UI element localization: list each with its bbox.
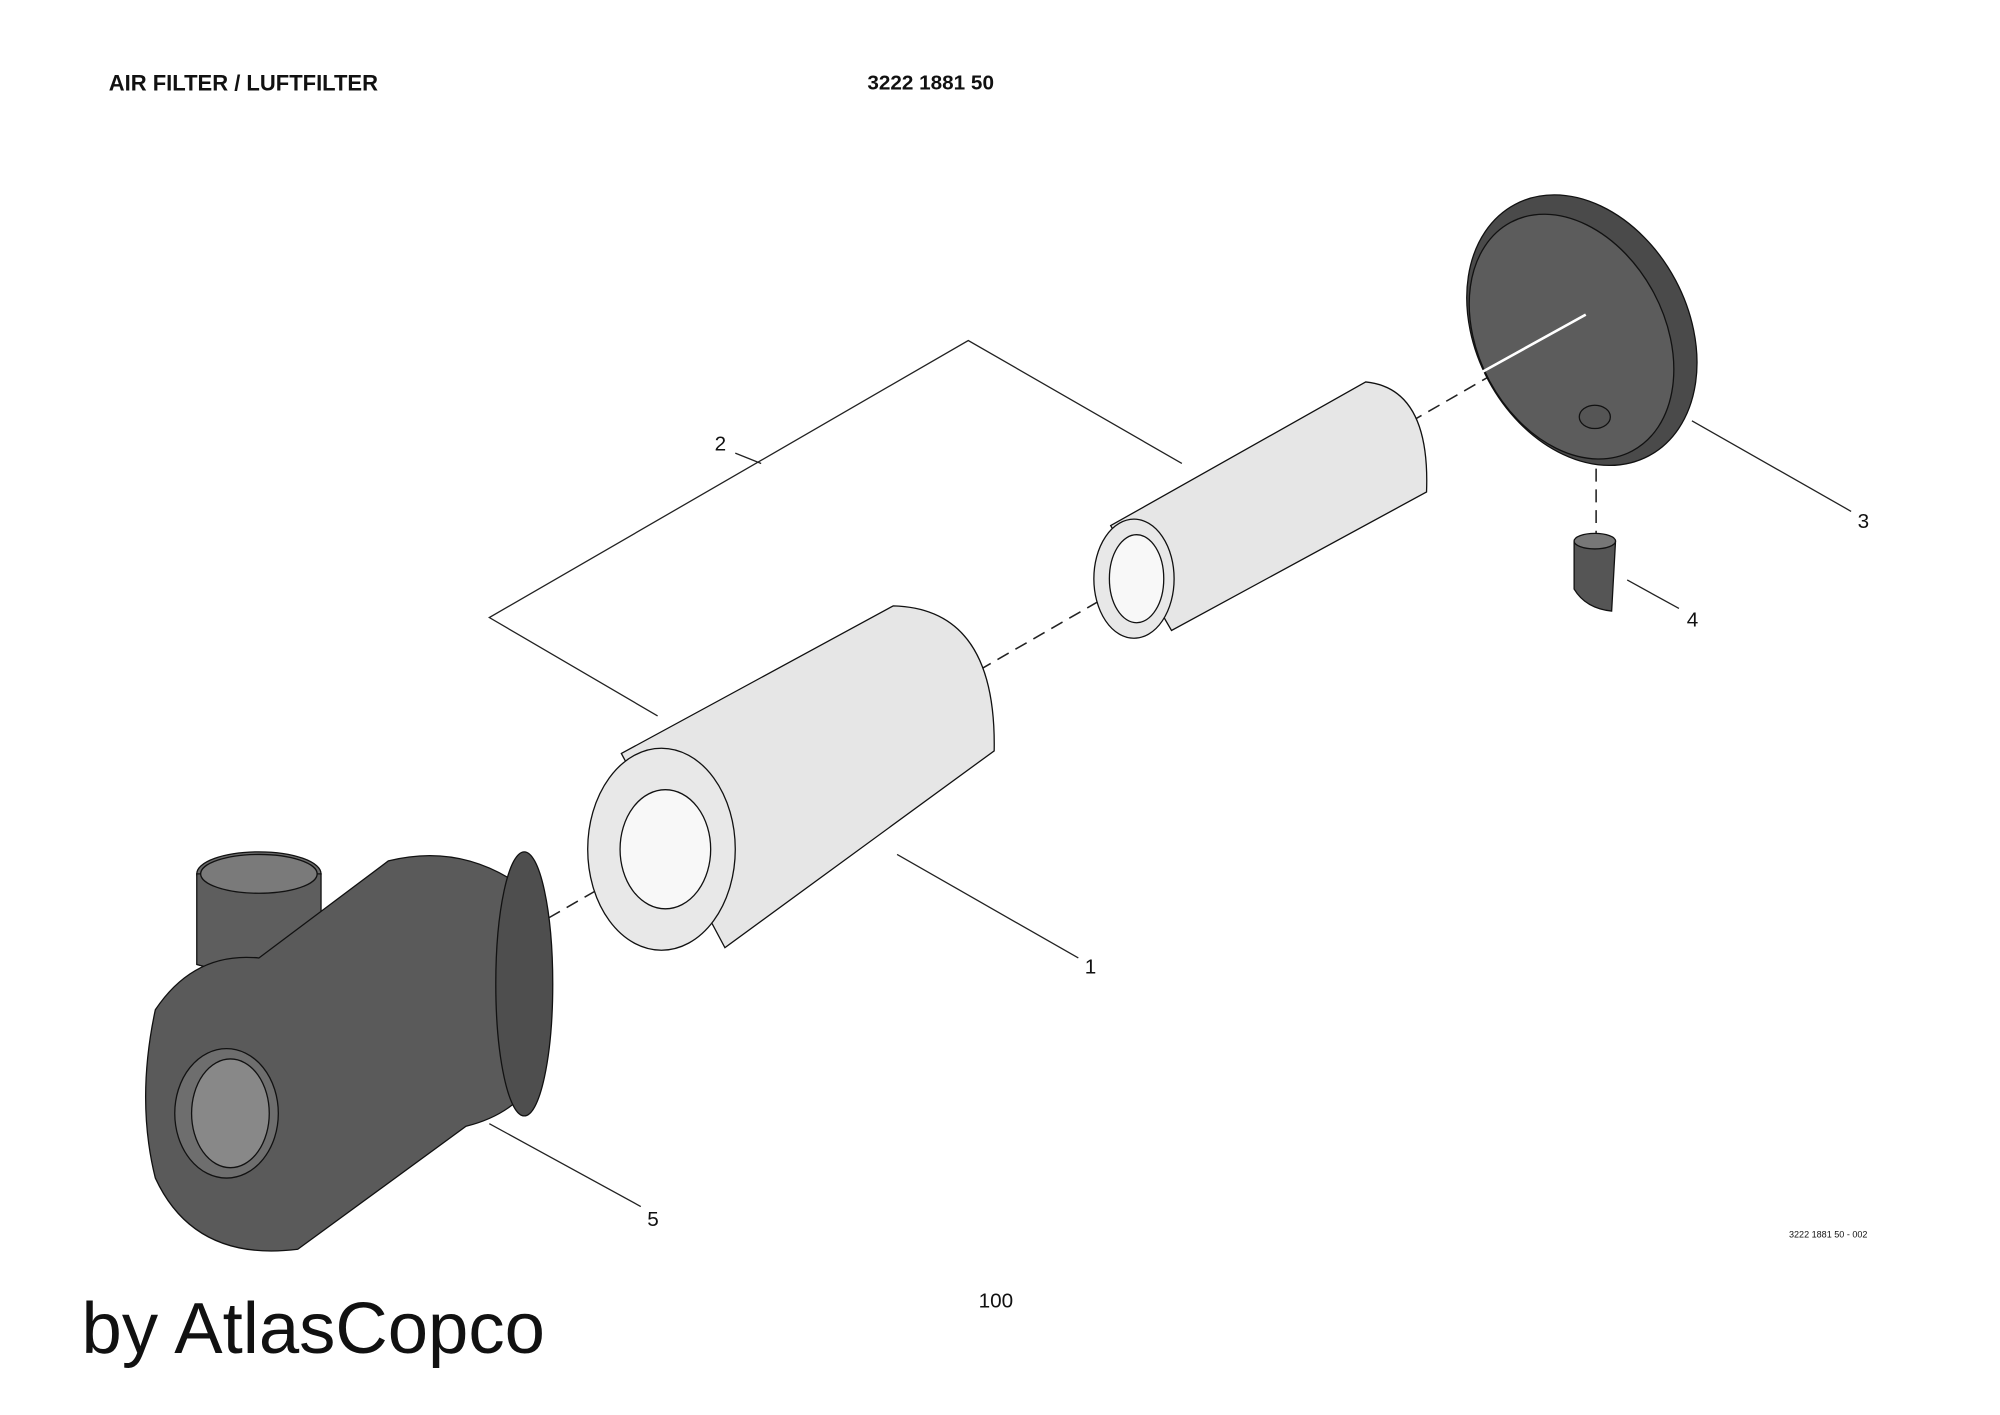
safety-element <box>1093 381 1428 639</box>
drawing-code: 3222 1881 50 - 002 <box>1789 1230 1867 1240</box>
watermark: by AtlasCopco <box>82 1288 545 1369</box>
callout-5: 5 <box>647 1208 659 1231</box>
group-bracket-2 <box>488 339 1183 717</box>
part-number: 3222 1881 50 <box>867 71 994 94</box>
housing-part-5 <box>144 851 554 1252</box>
filter-element-part-1 <box>587 605 995 951</box>
drawing-title: AIR FILTER / LUFTFILTER <box>109 71 378 96</box>
callout-1: 1 <box>1085 956 1097 979</box>
callout-3: 3 <box>1858 510 1870 533</box>
callout-4: 4 <box>1687 609 1699 632</box>
callout-2: 2 <box>715 433 727 456</box>
page-number: 100 <box>979 1290 1014 1313</box>
cover-part-3 <box>1466 194 1698 467</box>
valve-part-4 <box>1573 532 1617 612</box>
